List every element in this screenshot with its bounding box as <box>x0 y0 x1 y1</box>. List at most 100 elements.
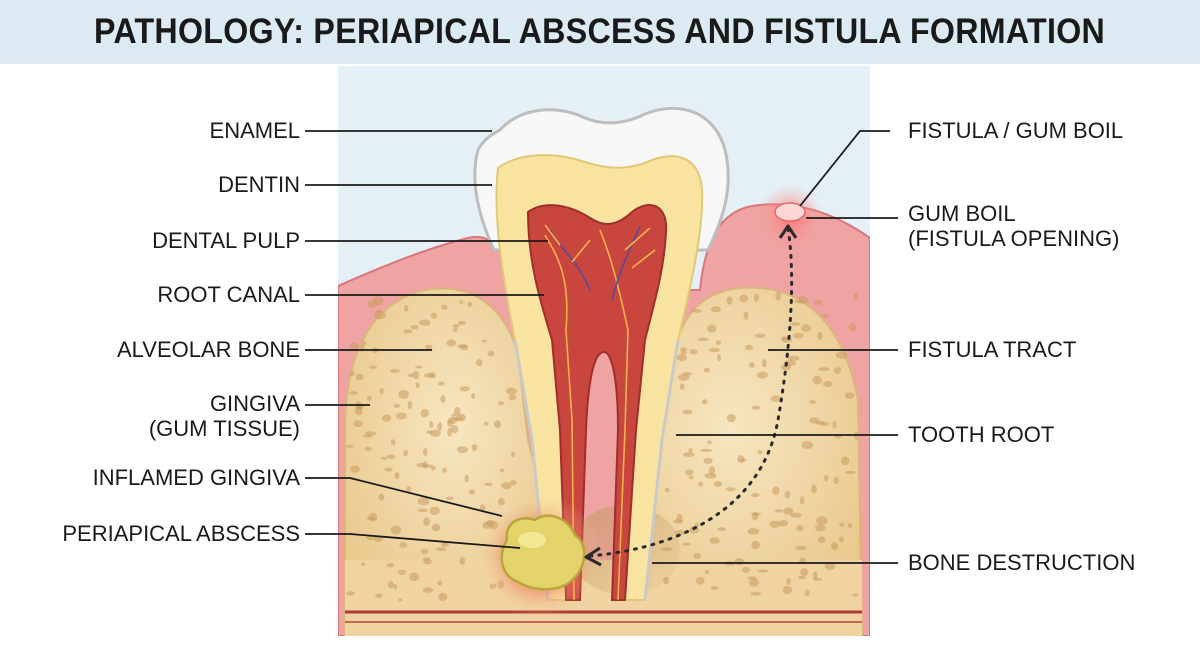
bone-pore <box>380 456 388 460</box>
bone-pore <box>403 329 413 334</box>
bone-pore <box>824 562 836 570</box>
bone-pore <box>452 327 458 333</box>
bone-pore <box>424 344 433 350</box>
bone-pore <box>695 577 705 585</box>
bone-pore <box>737 455 745 464</box>
label-gingiva-line2: (GUM TISSUE) <box>148 416 300 441</box>
bone-pore <box>451 413 457 418</box>
bone-pore <box>450 425 459 434</box>
bone-pore <box>679 383 685 390</box>
bone-pore <box>693 553 702 559</box>
bone-pore <box>717 527 727 531</box>
bone-pore <box>781 336 787 341</box>
bone-pore <box>484 482 493 486</box>
bone-pore <box>452 417 464 421</box>
bone-pore <box>508 394 517 401</box>
label-gingiva: GINGIVA (GUM TISSUE) <box>149 391 300 441</box>
alveolar-bone-base <box>345 560 862 636</box>
label-gum-boil-line2: (FISTULA OPENING) <box>908 226 1120 251</box>
bone-pore <box>847 523 853 529</box>
bone-pore <box>703 367 711 373</box>
bone-pore <box>792 332 804 339</box>
bone-pore <box>839 522 845 527</box>
bone-pore <box>748 362 755 368</box>
bone-pore <box>715 340 722 345</box>
bone-pore <box>682 409 693 415</box>
bone-pore <box>426 430 434 435</box>
label-gum-boil-line1: GUM BOIL <box>908 201 1016 226</box>
bone-pore <box>467 301 473 307</box>
bone-pore <box>398 389 410 399</box>
bone-pore <box>346 591 356 596</box>
bone-pore <box>689 349 698 355</box>
bone-pore <box>447 427 452 437</box>
bone-pore <box>381 414 392 422</box>
fistula-arrow-head-bottom <box>584 546 602 567</box>
periapical-abscess <box>500 514 586 591</box>
bone-pore <box>688 475 694 480</box>
bone-pore <box>376 309 382 313</box>
bone-pore <box>741 566 751 573</box>
bone-pore <box>756 371 768 379</box>
bone-pore <box>747 576 757 580</box>
bone-pore <box>369 365 377 370</box>
bone-pore <box>688 448 693 453</box>
bone-pore <box>815 524 826 532</box>
bone-pore <box>431 523 441 532</box>
bone-pore <box>713 480 723 487</box>
bone-pore <box>703 457 713 464</box>
bone-pore <box>393 584 398 590</box>
bone-pore <box>389 369 400 373</box>
fistula-tract <box>588 226 794 558</box>
bone-pore <box>452 324 460 328</box>
bone-pore <box>348 391 358 395</box>
bone-pore <box>438 593 448 601</box>
bone-pore <box>799 496 805 505</box>
bone-pore <box>429 420 434 429</box>
label-root-canal: ROOT CANAL <box>157 282 300 307</box>
bone-pore <box>832 420 837 429</box>
bone-pore <box>796 525 804 532</box>
bone-pore <box>747 528 760 535</box>
abscess-highlight <box>518 532 546 548</box>
bone-pore <box>770 395 782 402</box>
bone-pore <box>364 446 372 452</box>
bone-pore <box>395 412 407 420</box>
bone-pore <box>409 572 420 581</box>
bone-pore <box>680 351 687 355</box>
bone-pore <box>845 470 856 474</box>
bone-pore <box>757 450 763 455</box>
bone-pore <box>817 331 823 340</box>
bone-pore <box>437 381 445 386</box>
bone-pore <box>749 578 759 587</box>
bone-pore <box>360 562 366 566</box>
bone-pore <box>814 300 823 305</box>
label-inflamed-gingiva: INFLAMED GINGIVA <box>92 465 300 490</box>
label-gingiva-line1: GINGIVA <box>209 391 300 416</box>
bone-pore <box>677 373 690 381</box>
bone-pore <box>800 568 809 577</box>
bone-pore <box>430 312 438 319</box>
bone-pore <box>797 296 809 304</box>
bone-pore <box>683 452 695 457</box>
bone-pore <box>804 589 810 597</box>
bone-pore <box>710 586 719 590</box>
bone-pore <box>679 347 688 353</box>
bone-pore <box>442 467 448 473</box>
bone-pore <box>818 367 830 372</box>
bone-pore <box>387 580 394 589</box>
bone-pore <box>674 529 686 536</box>
bone-pore <box>437 580 443 586</box>
label-dental-pulp: DENTAL PULP <box>152 228 300 253</box>
label-tooth-root: TOOTH ROOT <box>908 422 1055 447</box>
bone-pore <box>750 512 762 516</box>
bone-pore <box>853 293 859 300</box>
bone-pore <box>440 542 450 547</box>
bone-pore <box>717 354 722 362</box>
page-title: PATHOLOGY: PERIAPICAL ABSCESS AND FISTUL… <box>94 12 1106 51</box>
bone-pore <box>417 497 430 506</box>
bone-pore <box>367 299 378 308</box>
gum-boil <box>774 202 806 222</box>
bone-pore <box>494 420 501 429</box>
label-gum-boil: GUM BOIL (FISTULA OPENING) <box>908 201 1119 251</box>
